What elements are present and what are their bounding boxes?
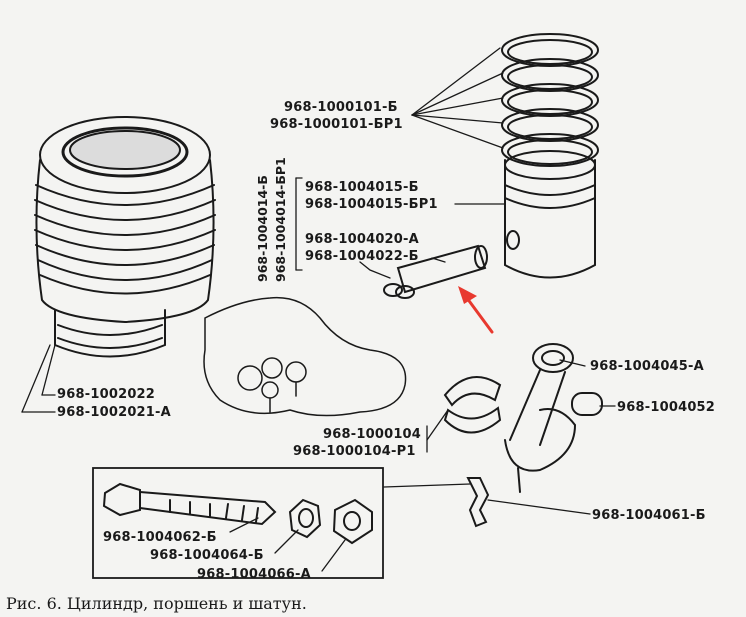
label-nut2: 968-1004066-А xyxy=(197,567,311,582)
label-pin-b: 968-1004015-БР1 xyxy=(305,197,438,212)
piston-pin-drawing xyxy=(383,244,488,299)
label-rings-b: 968-1000101-БР1 xyxy=(270,117,403,132)
label-rings-a: 968-1000101-Б xyxy=(284,100,398,115)
label-piston-vertical-1: 968-1004014-Б xyxy=(255,175,270,282)
piston-and-rings-drawing xyxy=(501,33,599,279)
label-bush: 968-1004052 xyxy=(617,400,716,415)
red-arrow xyxy=(458,286,494,334)
label-cylinder-b: 968-1002021-А xyxy=(57,405,171,420)
label-bearing-b: 968-1000104-Р1 xyxy=(293,444,416,459)
figure-caption: Рис. 6. Цилиндр, поршень и шатун. xyxy=(6,594,307,613)
oil-outline-drawing xyxy=(203,296,407,417)
label-nozzle: 968-1004061-Б xyxy=(592,508,706,523)
label-circlip-a: 968-1004020-А xyxy=(305,232,419,247)
label-bolt: 968-1004062-Б xyxy=(103,530,217,545)
fasteners-box xyxy=(92,467,384,579)
bearing-shells-drawing xyxy=(443,376,502,434)
label-cylinder-a: 968-1002022 xyxy=(57,387,156,402)
label-bearing-a: 968-1000104 xyxy=(323,427,422,442)
label-nut: 968-1004064-Б xyxy=(150,548,264,563)
nozzle-drawing xyxy=(466,477,490,528)
label-circlip-b: 968-1004022-Б xyxy=(305,249,419,264)
connecting-rod-drawing xyxy=(504,343,603,493)
label-piston-vertical-2: 968-1004014-БР1 xyxy=(273,157,288,282)
leader-lines xyxy=(21,47,616,572)
cylinder-drawing xyxy=(34,116,216,358)
label-rod: 968-1004045-А xyxy=(590,359,704,374)
label-pin-a: 968-1004015-Б xyxy=(305,180,419,195)
